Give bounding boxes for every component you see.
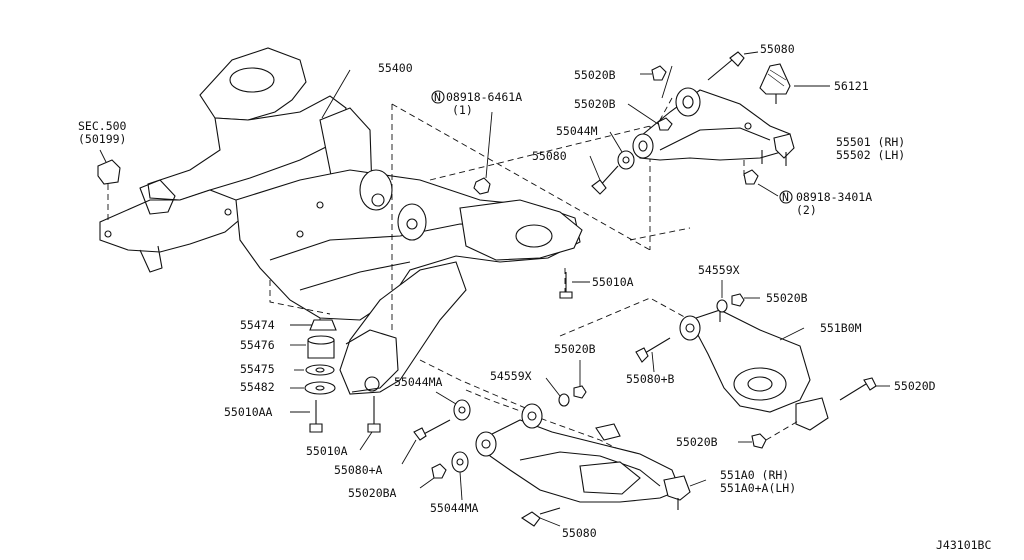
label-55020ba: 55020BA — [348, 486, 397, 500]
label-55080-top: 55080 — [760, 42, 795, 56]
label-55020b-top: 55020B — [574, 68, 616, 82]
label-55010a-right: 55010A — [592, 275, 634, 289]
label-08918-6461a-qty: (1) — [452, 103, 473, 117]
label-551a0-rh: 551A0 (RH) — [720, 468, 789, 482]
lower-arm-fasteners — [635, 280, 890, 449]
bump-stopper-56121 — [759, 63, 830, 104]
part-labels: SEC.500 (50199) 55400 08918-6461A (1) 55… — [78, 42, 991, 552]
label-55482: 55482 — [240, 380, 275, 394]
nut-08918-6461a — [473, 111, 493, 195]
label-sec500-sub: (50199) — [78, 132, 126, 146]
label-55020d: 55020D — [894, 379, 936, 393]
label-55020b-center: 55020B — [554, 342, 596, 356]
upper-link-55501-55502 — [632, 87, 795, 166]
guide-lines — [269, 97, 745, 471]
label-54559x-center: 54559X — [490, 369, 532, 383]
left-lower-fasteners — [401, 360, 587, 527]
label-55010a-left: 55010A — [306, 444, 348, 458]
diagram-code: J43101BC — [936, 538, 991, 552]
label-55502-lh: 55502 (LH) — [836, 148, 905, 162]
n-marker-3401a: N — [779, 190, 793, 204]
sec500-clip-part — [97, 149, 121, 222]
lower-control-arm-551a0 — [475, 403, 707, 510]
label-55400: 55400 — [378, 61, 413, 75]
label-55080b: 55080+B — [626, 372, 675, 386]
label-55010aa: 55010AA — [224, 405, 273, 419]
label-55044ma-bottom: 55044MA — [430, 501, 479, 515]
label-55474: 55474 — [240, 318, 275, 332]
label-551a0a-lh: 551A0+A(LH) — [720, 481, 796, 495]
label-55080-mid: 55080 — [532, 149, 567, 163]
label-56121: 56121 — [834, 79, 869, 93]
label-551b0m: 551B0M — [820, 321, 862, 335]
label-55044ma-top: 55044MA — [394, 375, 443, 389]
n-marker-text: N — [434, 90, 441, 104]
label-55044m: 55044M — [556, 124, 598, 138]
label-55020b-bottom-right: 55020B — [676, 435, 718, 449]
label-55475: 55475 — [240, 362, 275, 376]
rear-subframe-55400 — [99, 47, 583, 395]
label-55020b-top2: 55020B — [574, 97, 616, 111]
label-08918-3401a-qty: (2) — [796, 203, 817, 217]
label-55080-bottom: 55080 — [562, 526, 597, 540]
label-55020b-right: 55020B — [766, 291, 808, 305]
label-sec500: SEC.500 — [78, 119, 127, 133]
upper-fasteners — [589, 51, 779, 197]
bolt-55010a-right — [559, 272, 590, 299]
label-55080a: 55080+A — [334, 463, 383, 477]
n-marker-6461a: N — [431, 90, 445, 104]
label-55476: 55476 — [240, 338, 275, 352]
label-08918-6461a: 08918-6461A — [446, 90, 522, 104]
leader-55400 — [321, 69, 351, 119]
n-marker-text: N — [782, 190, 789, 204]
mount-insulator-stack — [290, 319, 381, 451]
label-55501-rh: 55501 (RH) — [836, 135, 905, 149]
label-08918-3401a: 08918-3401A — [796, 190, 872, 204]
lower-link-551b0m — [679, 309, 829, 431]
label-54559x-right: 54559X — [698, 263, 740, 277]
